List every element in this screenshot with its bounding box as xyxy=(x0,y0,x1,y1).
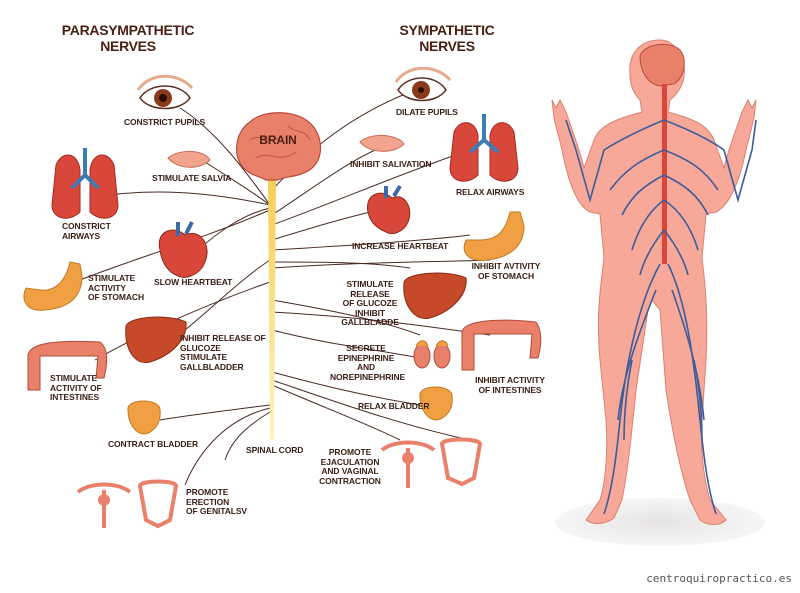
right-salivary-gland xyxy=(359,135,405,152)
sympathetic-header: SYMPATHETIC NERVES xyxy=(399,22,495,54)
watermark: centroquiropractico.es xyxy=(646,572,792,585)
left-salivary-gland xyxy=(167,151,211,168)
left-bladder xyxy=(127,400,161,435)
figure-brain xyxy=(639,43,685,87)
left-lungs xyxy=(51,148,119,219)
spinal-cord-label: SPINAL CORD xyxy=(246,445,304,455)
label-relax-bladder: RELAX BLADDER xyxy=(358,401,430,411)
label-inhibit-glucoze: INHIBIT RELEASE OF GLUCOZE STIMULATE GAL… xyxy=(180,333,266,372)
label-stimulate-salvia: STIMULATE SALVIA xyxy=(152,173,232,183)
spinal-cord xyxy=(268,180,276,440)
label-stimulate-stomach: STIMULATE ACTIVITY OF STOMACH xyxy=(88,273,144,302)
left-intestines xyxy=(27,340,108,391)
label-increase-heartbeat: INCREASE HEARTBEAT xyxy=(352,241,449,251)
label-secrete-epinephrine: SECRETE EPINEPHRINE AND NOREPINEPHRINE xyxy=(330,343,406,382)
label-slow-heartbeat: SLOW HEARTBEAT xyxy=(154,277,233,287)
left-liver xyxy=(125,316,187,364)
parasympathetic-header: PARASYMPATHETIC NERVES xyxy=(61,22,195,54)
right-heart xyxy=(366,184,411,235)
right-bladder xyxy=(419,386,453,421)
figure-nerve-network xyxy=(565,119,757,515)
right-intestines xyxy=(461,319,542,371)
left-heart xyxy=(158,221,208,278)
label-promote-erection: PROMOTE ERECTION OF GENITALSV xyxy=(186,487,247,516)
label-stimulate-intestines: STIMULATE ACTIVITY OF INTESTINES xyxy=(50,373,102,402)
adrenal-glands xyxy=(413,340,451,369)
figure-spinal-cord xyxy=(662,84,667,264)
label-constrict-airways: CONSTRICT AIRWAYS xyxy=(62,221,111,241)
right-genitals xyxy=(380,437,483,488)
right-lungs xyxy=(449,114,519,182)
left-genitals xyxy=(76,479,179,529)
brain-label: BRAIN xyxy=(259,133,297,147)
label-inhibit-stomach: INHIBIT AVTIVITY OF STOMACH xyxy=(471,261,541,281)
figure-body xyxy=(551,39,757,525)
label-relax-airways: RELAX AIRWAYS xyxy=(456,187,525,197)
label-stimulate-glucoze: STIMULATE RELEASE OF GLUCOZE INHIBIT GAL… xyxy=(341,279,399,327)
label-contract-bladder: CONTRACT BLADDER xyxy=(108,439,199,449)
brain xyxy=(236,112,322,181)
left-stomach xyxy=(23,261,83,311)
floor-shadow xyxy=(555,498,765,546)
right-stomach xyxy=(463,211,525,261)
right-liver xyxy=(403,272,467,320)
label-dilate-pupils: DILATE PUPILS xyxy=(396,107,458,117)
label-inhibit-intestines: INHIBIT ACTIVITY OF INTESTINES xyxy=(475,375,545,395)
label-inhibit-salivation: INHIBIT SALIVATION xyxy=(350,159,432,169)
right-eye xyxy=(394,66,452,102)
label-constrict-pupils: CONSTRICT PUPILS xyxy=(124,117,206,127)
left-eye xyxy=(136,74,194,110)
human-figure xyxy=(551,39,765,546)
label-promote-ejaculation: PROMOTE EJACULATION AND VAGINAL CONTRACT… xyxy=(319,447,381,486)
